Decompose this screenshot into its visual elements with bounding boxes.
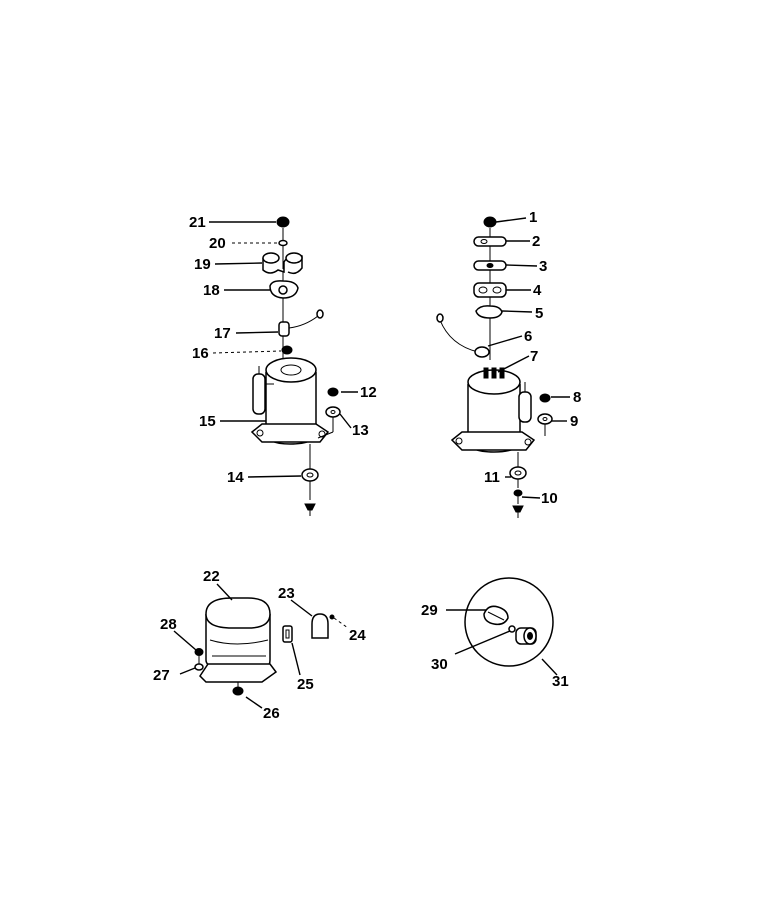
callout-30: 30 — [431, 656, 448, 673]
part-3-gasket — [473, 260, 507, 271]
part-28-nut — [194, 648, 204, 656]
part-24-screw — [329, 614, 349, 629]
part-2-gasket — [473, 236, 507, 247]
sound-blanket-group — [194, 597, 349, 696]
part-1-nut — [483, 216, 497, 228]
part-31-fitting — [515, 627, 537, 645]
callout-26: 26 — [263, 705, 280, 722]
callout-21: 21 — [189, 214, 206, 231]
callout-16: 16 — [192, 345, 209, 362]
callout-29: 29 — [421, 602, 438, 619]
part-13-washer — [317, 406, 341, 439]
callout-22: 22 — [203, 568, 220, 585]
callout-18: 18 — [203, 282, 220, 299]
callout-27: 27 — [153, 667, 170, 684]
part-21-nut — [276, 216, 290, 228]
part-26-nut — [232, 682, 244, 696]
callout-3: 3 — [539, 258, 547, 275]
part-18-gasket — [269, 280, 299, 299]
callout-23: 23 — [278, 585, 295, 602]
callout-1: 1 — [529, 209, 537, 226]
callout-19: 19 — [194, 256, 211, 273]
callout-20: 20 — [209, 235, 226, 252]
callout-24: 24 — [349, 627, 366, 644]
part-30-pin — [508, 625, 516, 633]
part-6-overload — [436, 313, 490, 358]
part-16-grommet — [281, 345, 293, 355]
callout-28: 28 — [160, 616, 177, 633]
callout-11: 11 — [484, 469, 500, 486]
callout-7: 7 — [530, 348, 538, 365]
right-compressor-assembly — [436, 216, 553, 518]
part-12-nut — [327, 387, 339, 397]
part-15-compressor — [250, 357, 330, 445]
part-31-detail-circle — [464, 577, 554, 667]
part-4-terminal-cover — [473, 282, 507, 298]
part-8-nut — [539, 393, 551, 403]
part-10-washer — [512, 489, 524, 518]
callout-8: 8 — [573, 389, 581, 406]
callout-25: 25 — [297, 676, 314, 693]
callout-5: 5 — [535, 305, 543, 322]
callout-14: 14 — [227, 469, 244, 486]
part-5-clip — [475, 305, 503, 319]
detail-circle-group — [464, 577, 554, 667]
part-17-overload — [278, 309, 324, 337]
part-23-pad — [311, 613, 329, 639]
callout-labels: 21 20 19 18 17 16 15 14 12 13 1 2 3 4 5 … — [153, 209, 581, 722]
leader-lines — [173, 217, 570, 709]
part-27-washer — [194, 656, 204, 671]
callout-6: 6 — [524, 328, 532, 345]
part-14-grommet — [301, 444, 319, 516]
part-7-compressor — [450, 367, 536, 453]
callout-9: 9 — [570, 413, 578, 430]
part-9-washer — [537, 413, 553, 436]
part-19-terminal-cover — [262, 252, 303, 275]
callout-10: 10 — [541, 490, 558, 507]
part-20-washer — [278, 239, 288, 247]
callout-12: 12 — [360, 384, 377, 401]
part-11-grommet — [509, 452, 527, 488]
left-compressor-assembly — [250, 216, 341, 516]
part-25-clip — [282, 625, 293, 643]
callout-2: 2 — [532, 233, 540, 250]
part-29-terminal — [483, 605, 509, 626]
callout-15: 15 — [199, 413, 216, 430]
callout-17: 17 — [214, 325, 231, 342]
part-22-sound-blanket — [199, 597, 278, 683]
callout-31: 31 — [552, 673, 569, 690]
callout-4: 4 — [533, 282, 542, 299]
callout-13: 13 — [352, 422, 369, 439]
